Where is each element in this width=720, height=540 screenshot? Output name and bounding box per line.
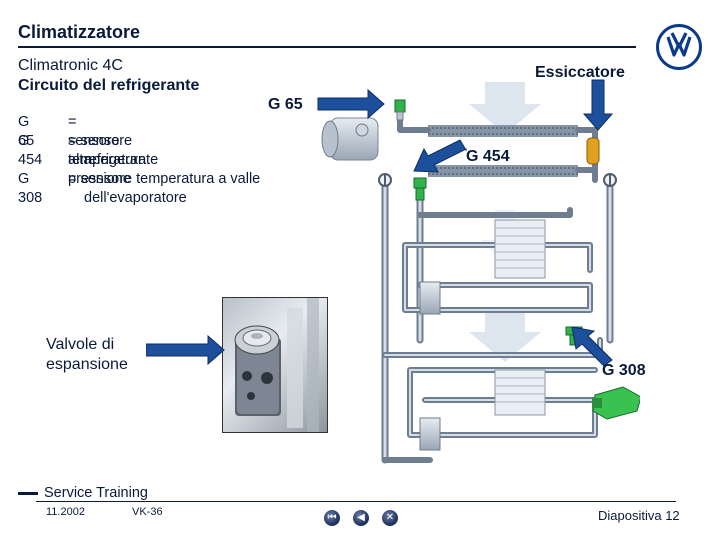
subtitle-circuit: Circuito del refrigerante (18, 77, 200, 94)
title-divider (18, 46, 636, 48)
close-icon[interactable]: ✕ (382, 510, 398, 526)
label-g454: G 454 (466, 148, 510, 165)
footer-divider (36, 501, 676, 502)
legend-desc2-g308: dell'evaporatore (84, 190, 187, 206)
legend-desc-g454: = sensore temperatura (68, 133, 147, 168)
valve-label-line2: espansione (46, 356, 128, 373)
arrow-essiccatore (582, 79, 614, 131)
footer-marker (18, 492, 38, 495)
compressor (321, 117, 379, 161)
legend-desc-g65: = sensore alta pressione (68, 114, 131, 187)
arrow-g308 (571, 326, 613, 367)
sensor-g65 (394, 99, 406, 121)
airflow-arrow-top (469, 82, 541, 134)
label-essiccatore: Essiccatore (535, 64, 625, 81)
legend-desc2-g454: refrigerante (84, 152, 159, 168)
footer-date: 11.2002 (46, 506, 85, 518)
expansion-valve-rear (419, 417, 441, 451)
previous-icon[interactable]: ◀ (353, 510, 369, 526)
legend-desc-g308: = sensore temperatura a valle (68, 171, 261, 187)
arrow-g65 (317, 88, 385, 120)
vw-logo-icon (656, 24, 702, 70)
arrow-valves (145, 334, 225, 366)
legend-code-g454: G 454 (18, 133, 43, 168)
back-to-start-icon[interactable]: ⏮ (324, 510, 340, 526)
evaporator-front (494, 219, 546, 279)
airflow-arrow-bottom (469, 310, 541, 362)
expansion-valve-photo (222, 297, 328, 433)
expansion-valve-front (419, 281, 441, 315)
label-g308: G 308 (602, 362, 646, 379)
valve-label-line1: Valvole di (46, 336, 115, 353)
sensor-g454 (413, 177, 427, 201)
slide-number: Diapositiva 12 (598, 508, 680, 523)
legend-code-g65: G 65 (18, 114, 35, 149)
footer-brand: Service Training (44, 485, 148, 501)
service-valve-left (378, 173, 392, 187)
subtitle-system: Climatronic 4C (18, 57, 123, 74)
footer-code: VK-36 (132, 506, 163, 518)
valve-callout-box: Valvole di espansione (36, 330, 146, 378)
service-valve-right (603, 173, 617, 187)
sensor-g308-detail (592, 386, 640, 420)
arrow-g454 (413, 139, 467, 173)
label-g65: G 65 (268, 96, 303, 113)
evaporator-rear (494, 369, 546, 416)
refrigerant-circuit-diagram (321, 82, 640, 464)
receiver-dryer (586, 137, 600, 165)
slide-title: Climatizzatore (18, 22, 141, 42)
legend-code-g308: G 308 (18, 171, 43, 206)
